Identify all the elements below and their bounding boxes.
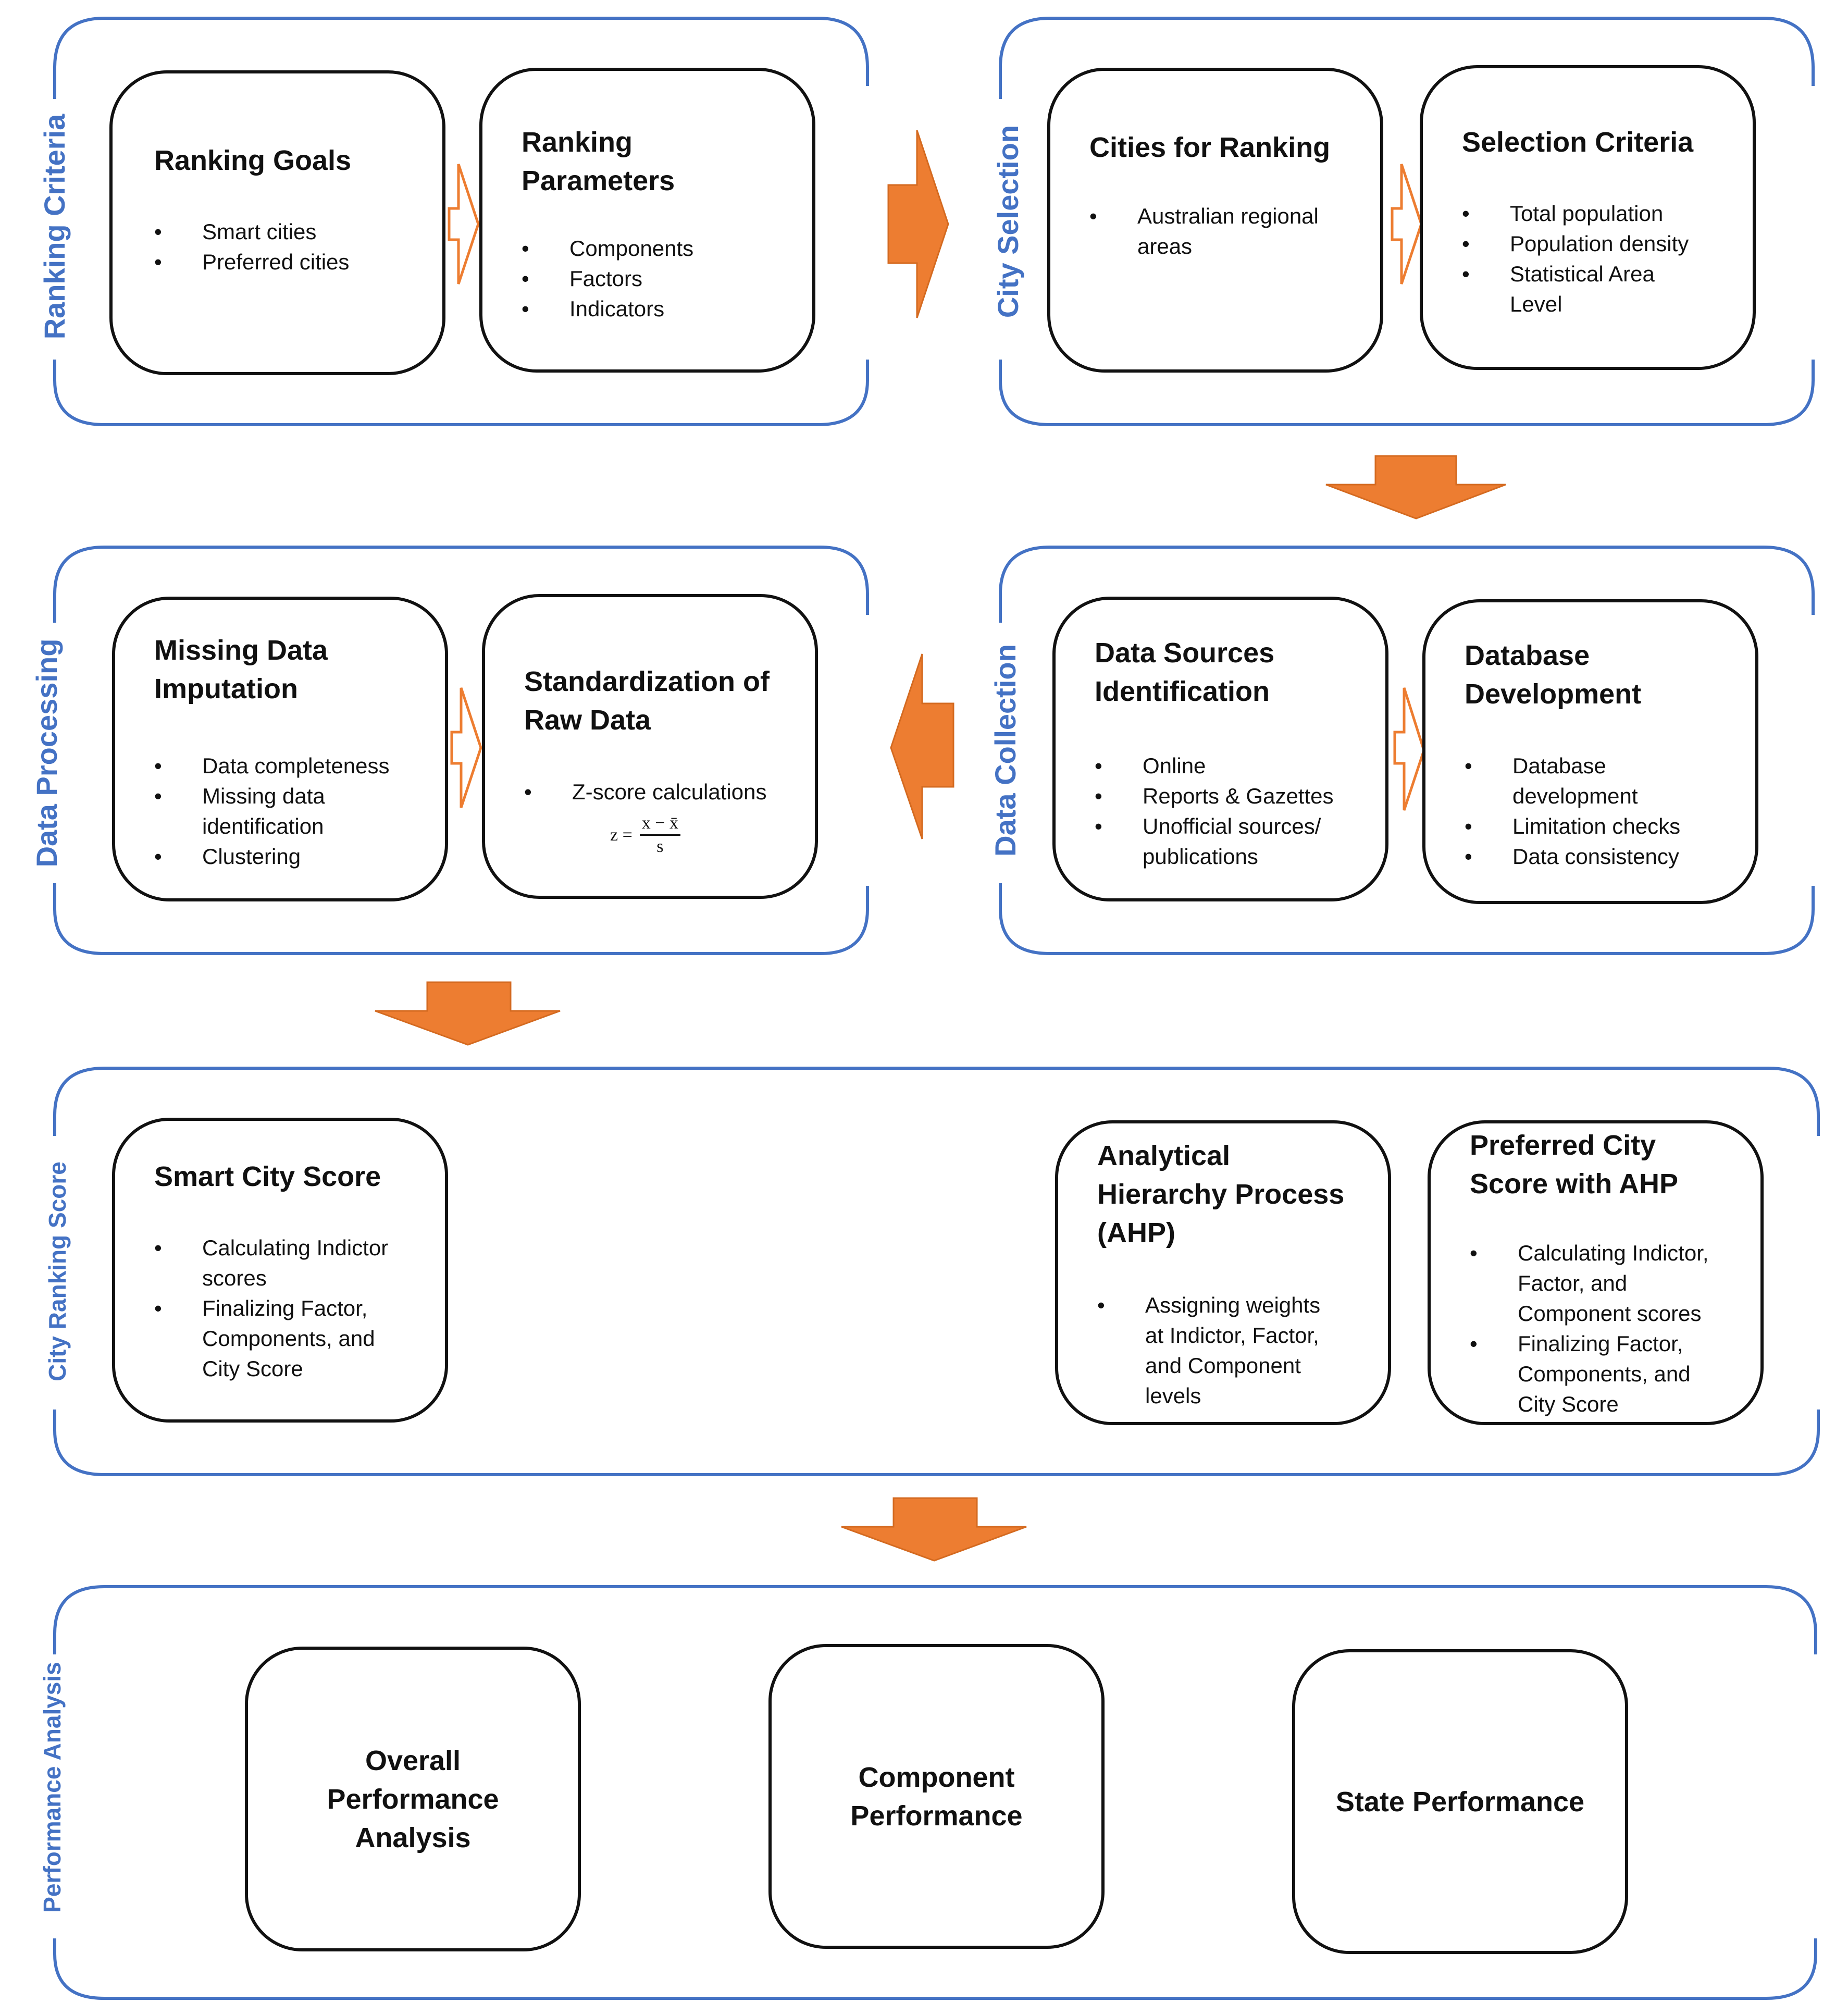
bullet-item: Unofficial sources/ publications [1095, 811, 1334, 872]
bullet-list: Total populationPopulation densityStatis… [1462, 199, 1689, 319]
bullet-item: Australian regional areas [1089, 201, 1319, 262]
box-state-performance: State Performance [1292, 1649, 1628, 1954]
box-cities-for-ranking: Cities for Ranking Australian regional a… [1047, 68, 1383, 373]
formula-fraction: x − x̄ s [639, 813, 680, 857]
formula-denominator: s [656, 837, 664, 856]
box-title: Overall Performance Analysis [327, 1745, 499, 1853]
arrow-down-processing-to-score [375, 981, 561, 1046]
box-ahp: Analytical Hierarchy Process (AHP) Assig… [1055, 1120, 1391, 1425]
box-ranking-parameters: Ranking Parameters ComponentsFactorsIndi… [479, 68, 815, 373]
bullet-item: Finalizing Factor, Components, and City … [1470, 1329, 1709, 1419]
bullet-item: Missing data identification [154, 781, 390, 842]
box-title: Selection Criteria [1462, 127, 1694, 158]
box-title: Ranking Goals [154, 145, 352, 176]
bullet-item: Smart cities [154, 217, 349, 247]
bullet-item: Data consistency [1465, 842, 1680, 872]
bullet-item: Factors [522, 264, 693, 294]
box-title: State Performance [1335, 1786, 1585, 1818]
box-title: Data Sources Identification [1095, 637, 1275, 707]
box-component-performance: Component Performance [768, 1644, 1105, 1949]
section-frames [53, 17, 1820, 2000]
box-standardization: Standardization of Raw Data Z-score calc… [482, 594, 818, 899]
box-smart-city-score: Smart City Score Calculating Indictor sc… [112, 1118, 448, 1423]
box-data-sources-identification: Data Sources Identification OnlineReport… [1052, 597, 1388, 901]
connector-goals-to-parameters [448, 164, 480, 285]
bullet-item: Population density [1462, 229, 1689, 259]
bullet-list: Calculating Indictor, Factor, and Compon… [1470, 1238, 1709, 1419]
box-title: Standardization of Raw Data [524, 666, 770, 736]
bullet-item: Calculating Indictor, Factor, and Compon… [1470, 1238, 1709, 1329]
bullet-item: Database development [1465, 751, 1680, 811]
bullet-list: Calculating Indictor scoresFinalizing Fa… [154, 1233, 388, 1384]
bullet-list: ComponentsFactorsIndicators [522, 233, 693, 324]
arrow-down-score-to-performance [841, 1497, 1027, 1562]
bullet-item: Z-score calculations [524, 777, 766, 807]
bullet-list: Assigning weights at Indictor, Factor, a… [1097, 1290, 1320, 1411]
formula-numerator: x − x̄ [639, 813, 680, 836]
connector-cities-to-criteria [1391, 164, 1423, 285]
connector-sources-to-database [1393, 687, 1425, 811]
bullet-item: Components [522, 233, 693, 264]
bullet-item: Indicators [522, 294, 693, 324]
section-label-city-selection: City Selection [991, 125, 1024, 318]
frame-city-ranking-score [53, 1067, 1820, 1476]
section-label-ranking-criteria: Ranking Criteria [38, 114, 71, 340]
section-label-data-processing: Data Processing [30, 638, 63, 868]
arrow-right-criteria-to-selection [887, 130, 949, 318]
bullet-item: Total population [1462, 199, 1689, 229]
frame-city-selection [999, 17, 1815, 426]
bullet-item: Clustering [154, 842, 390, 872]
box-title: Cities for Ranking [1089, 132, 1331, 163]
bullet-item: Data completeness [154, 751, 390, 781]
bullet-item: Online [1095, 751, 1334, 781]
bullet-item: Reports & Gazettes [1095, 781, 1334, 811]
frame-data-collection [999, 546, 1815, 955]
section-label-data-collection: Data Collection [989, 644, 1022, 857]
bullet-list: Australian regional areas [1089, 201, 1319, 262]
frame-ranking-criteria [53, 17, 869, 426]
box-missing-data-imputation: Missing Data Imputation Data completenes… [112, 597, 448, 901]
z-score-formula: z = x − x̄ s [610, 813, 680, 857]
flow-arrows [375, 130, 1506, 1562]
box-selection-criteria: Selection Criteria Total populationPopul… [1420, 65, 1756, 370]
box-ranking-goals: Ranking Goals Smart citiesPreferred citi… [109, 70, 445, 375]
section-label-city-ranking-score: City Ranking Score [44, 1161, 71, 1381]
arrow-left-collection-to-processing [890, 653, 954, 839]
bullet-item: Finalizing Factor, Components, and City … [154, 1293, 388, 1384]
bullet-item: Statistical Area Level [1462, 259, 1689, 319]
connector-arrows [448, 164, 1425, 811]
bullet-item: Limitation checks [1465, 811, 1680, 842]
box-title: Analytical Hierarchy Process (AHP) [1097, 1140, 1345, 1248]
bullet-list: OnlineReports & GazettesUnofficial sourc… [1095, 751, 1334, 872]
bullet-item: Assigning weights at Indictor, Factor, a… [1097, 1290, 1320, 1411]
box-title: Preferred City Score with AHP [1470, 1130, 1679, 1200]
box-title: Database Development [1465, 640, 1642, 710]
box-title: Missing Data Imputation [154, 635, 328, 704]
box-title: Smart City Score [154, 1161, 381, 1192]
box-title: Component Performance [850, 1761, 1023, 1832]
frame-performance-analysis [53, 1585, 1817, 2000]
bullet-item: Preferred cities [154, 247, 349, 277]
box-overall-performance: Overall Performance Analysis [245, 1647, 581, 1951]
bullet-item: Calculating Indictor scores [154, 1233, 388, 1293]
bullet-list: Z-score calculations [524, 777, 766, 807]
formula-lhs: z = [610, 825, 632, 845]
box-preferred-city-score: Preferred City Score with AHP Calculatin… [1428, 1120, 1764, 1425]
connector-imputation-to-standardization [450, 687, 482, 808]
bullet-list: Database developmentLimitation checksDat… [1465, 751, 1680, 872]
arrow-down-selection-to-collection [1325, 455, 1506, 520]
box-database-development: Database Development Database developmen… [1422, 599, 1758, 904]
frame-data-processing [53, 546, 869, 955]
bullet-list: Data completenessMissing data identifica… [154, 751, 390, 872]
box-title: Ranking Parameters [522, 127, 675, 196]
section-label-performance-analysis: Performance Analysis [39, 1662, 66, 1913]
bullet-list: Smart citiesPreferred cities [154, 217, 349, 277]
